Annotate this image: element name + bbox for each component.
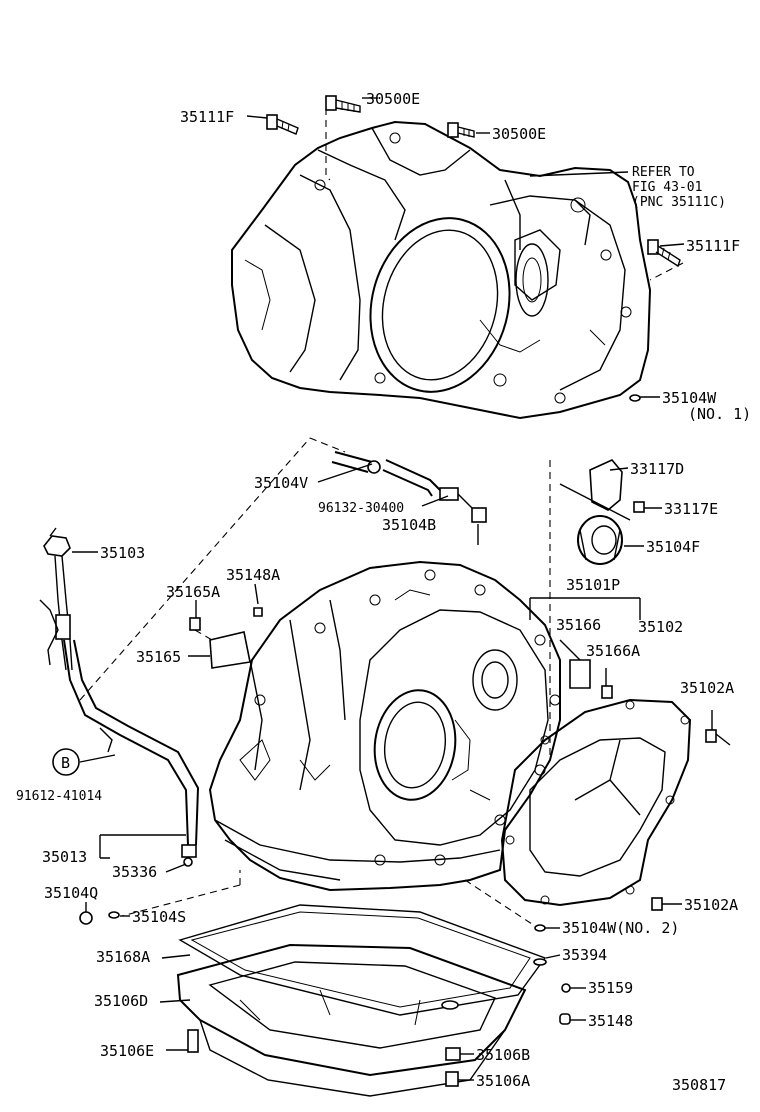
label-30500e-middle: 30500E [492,125,546,143]
label-35159: 35159 [588,979,633,997]
label-35104q: 35104Q [44,884,98,902]
label-35166a: 35166A [586,642,640,660]
label-35102: 35102 [638,618,683,636]
sensor-and-seal-drawing [549,459,662,760]
label-35336: 35336 [112,863,157,881]
figure-number: 350817 [672,1076,726,1094]
label-35101p: 35101P [566,576,620,594]
label-35148a-top: 35148A [226,566,280,584]
upper-fasteners [246,95,685,402]
label-35103: 35103 [100,544,145,562]
label-33117e: 33117E [664,500,718,518]
label-35104w-no1: 35104W [662,389,717,407]
leader-lines [72,463,713,1081]
label-35102a-bottom: 35102A [684,896,738,914]
label-35104f: 35104F [646,538,700,556]
label-35106b: 35106B [476,1046,530,1064]
label-35013: 35013 [42,848,87,866]
label-35168a: 35168A [96,948,150,966]
transaxle-housing-drawing [231,120,652,420]
reference-b-circle [52,748,80,776]
label-35104w-no2: 35104W(NO. 2) [562,919,679,937]
label-35165a: 35165A [166,583,220,601]
label-33117d: 33117D [630,460,684,478]
label-refer-line-1: REFER TO [632,165,695,180]
label-35166: 35166 [556,616,601,634]
label-35148: 35148 [588,1012,633,1030]
label-35104s: 35104S [132,908,186,926]
transfer-side-cover-drawing [500,698,692,907]
label-35106e: 35106E [100,1042,154,1060]
dipstick-and-tube-drawing [39,437,346,858]
label-35111f-left: 35111F [180,108,234,126]
oil-pan-and-gasket-drawing [176,904,547,1097]
label-35106d: 35106D [94,992,148,1010]
label-91612-41014: 91612-41014 [16,789,102,804]
label-35106a: 35106A [476,1072,530,1090]
label-35102a-top: 35102A [680,679,734,697]
label-35165: 35165 [136,648,181,666]
label-35104v: 35104V [254,474,308,492]
label-b-circle: B [61,754,70,772]
label-refer-line-2: FIG 43-01 [632,180,702,195]
label-30500e-top: 30500E [366,90,420,108]
label-35104w-no1-suffix: (NO. 1) [688,405,751,423]
label-35111f-right: 35111F [686,237,740,255]
label-refer-line-3: (PNC 35111C) [632,195,726,210]
label-35394: 35394 [562,946,607,964]
label-35104b: 35104B [382,516,436,534]
label-96132-30400: 96132-30400 [318,501,404,516]
